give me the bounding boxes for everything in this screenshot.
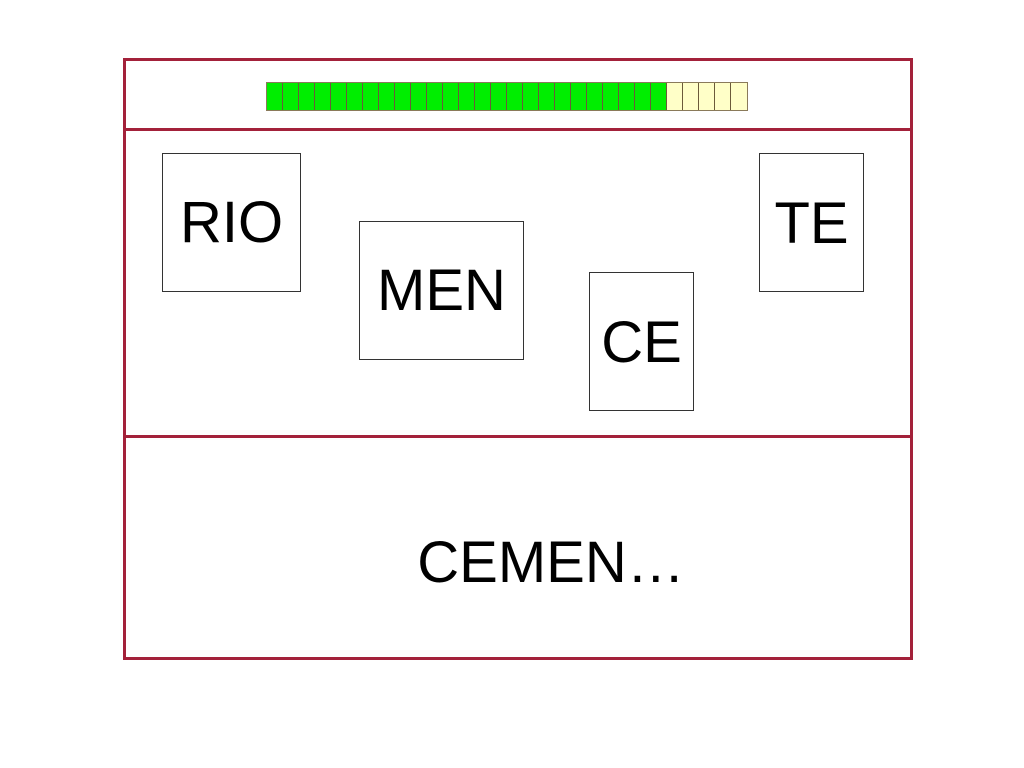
progress-segment-filled	[651, 83, 667, 110]
progress-segment-filled	[571, 83, 587, 110]
progress-segment-filled	[475, 83, 491, 110]
progress-segment-filled	[459, 83, 475, 110]
bottom-divider	[126, 435, 910, 438]
answer-text: CEMEN…	[417, 530, 685, 595]
syllable-tile-te[interactable]: TE	[759, 153, 864, 292]
progress-segment-empty	[731, 83, 747, 110]
progress-segment-filled	[347, 83, 363, 110]
progress-segment-empty	[715, 83, 731, 110]
progress-segment-filled	[395, 83, 411, 110]
progress-segment-filled	[379, 83, 395, 110]
progress-segment-filled	[267, 83, 283, 110]
progress-segment-filled	[635, 83, 651, 110]
syllable-tile-rio[interactable]: RIO	[162, 153, 301, 292]
progress-segment-filled	[523, 83, 539, 110]
progress-segment-filled	[299, 83, 315, 110]
progress-segment-filled	[539, 83, 555, 110]
progress-segment-filled	[619, 83, 635, 110]
tile-label: CE	[601, 310, 682, 375]
progress-bar	[266, 82, 748, 111]
progress-segment-empty	[699, 83, 715, 110]
progress-segment-filled	[331, 83, 347, 110]
tile-label: TE	[774, 191, 849, 256]
progress-segment-filled	[315, 83, 331, 110]
tile-label: RIO	[179, 190, 284, 255]
progress-segment-filled	[283, 83, 299, 110]
top-divider	[126, 128, 910, 131]
progress-segment-empty	[667, 83, 683, 110]
progress-segment-filled	[555, 83, 571, 110]
game-frame: RIO MEN CE TE CEMEN…	[123, 58, 913, 660]
progress-segment-filled	[491, 83, 507, 110]
progress-segment-filled	[443, 83, 459, 110]
syllable-tile-ce[interactable]: CE	[589, 272, 694, 411]
progress-segment-filled	[587, 83, 603, 110]
progress-segment-filled	[427, 83, 443, 110]
progress-segment-filled	[363, 83, 379, 110]
progress-segment-filled	[411, 83, 427, 110]
progress-segment-empty	[683, 83, 699, 110]
progress-segment-filled	[603, 83, 619, 110]
syllable-tile-men[interactable]: MEN	[359, 221, 524, 360]
tile-label: MEN	[377, 258, 506, 323]
progress-segment-filled	[507, 83, 523, 110]
